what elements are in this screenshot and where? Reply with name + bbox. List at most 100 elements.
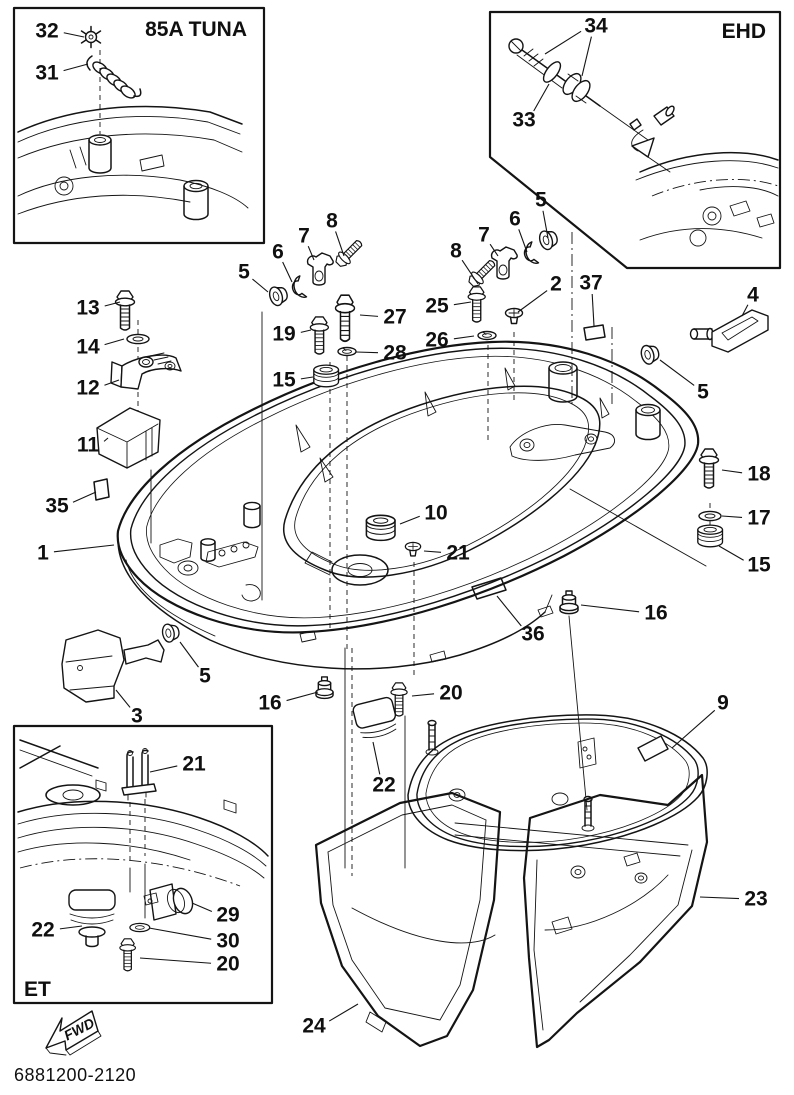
lockwasher-28 [337, 346, 357, 357]
bolt-20-et [119, 938, 137, 972]
inset-85a-tuna [12, 6, 266, 245]
washer-30-et [129, 922, 151, 933]
callout-layer: 3231343356781314121135119272815252687652… [31, 15, 771, 1038]
spring-31 [86, 55, 142, 99]
lower-cowling-drawing [314, 714, 709, 1049]
svg-text:4: 4 [747, 284, 759, 307]
callout-19: 19 [272, 323, 312, 346]
callout-25: 25 [425, 295, 472, 318]
callout-32: 32 [35, 20, 85, 43]
callout-24: 24 [302, 1003, 359, 1038]
svg-text:28: 28 [383, 342, 407, 365]
callout-34: 34 [544, 15, 608, 77]
svg-text:22: 22 [372, 774, 395, 797]
callout-20: 20 [411, 682, 463, 705]
clamp-29-et [143, 883, 194, 921]
inset-et-title: ET [24, 978, 51, 1001]
svg-text:8: 8 [326, 210, 338, 233]
pad-22-main [352, 696, 397, 738]
svg-text:5: 5 [535, 189, 547, 212]
svg-text:12: 12 [76, 377, 99, 400]
grommet-5-right [536, 227, 561, 252]
washer-17 [698, 510, 722, 522]
bolt-18 [698, 448, 720, 489]
callout-7: 7 [298, 225, 315, 261]
svg-text:18: 18 [747, 463, 771, 486]
svg-text:16: 16 [644, 602, 667, 625]
grommet-5-topleft [266, 283, 291, 308]
clip-nut-32 [80, 25, 102, 49]
svg-text:37: 37 [579, 272, 602, 295]
inset-ehd-title: EHD [722, 20, 766, 43]
grommet-5-bottomleft [160, 621, 182, 644]
svg-text:30: 30 [216, 930, 239, 953]
clip-7-left [306, 252, 334, 286]
screw-21-main [404, 541, 422, 557]
callout-14: 14 [76, 336, 125, 359]
bottom-cowling-drawing [93, 232, 711, 876]
callout-10: 10 [399, 502, 448, 525]
svg-text:33: 33 [512, 109, 535, 132]
ehd-cowl-corner-art [635, 151, 779, 247]
fwd-arrow: FWD [45, 1010, 102, 1056]
callout-35: 35 [45, 491, 97, 518]
callout-8: 8 [450, 240, 479, 285]
svg-text:7: 7 [478, 224, 490, 247]
callout-16: 16 [258, 691, 319, 715]
callout-20: 20 [139, 953, 240, 976]
callout-22: 22 [372, 741, 396, 797]
bolt-19 [309, 316, 330, 355]
callout-5: 5 [535, 189, 549, 239]
callout-28: 28 [355, 342, 407, 365]
svg-text:10: 10 [424, 502, 447, 525]
bolt-27 [334, 294, 356, 343]
inset-ehd [488, 10, 782, 270]
tuna-cowl-corner-art [17, 105, 249, 221]
inset-tuna-title: 85A TUNA [145, 18, 247, 41]
seal-studs [425, 719, 595, 832]
callout-17: 17 [721, 507, 771, 530]
svg-text:16: 16 [258, 692, 281, 715]
bolt-13 [114, 290, 136, 331]
svg-text:5: 5 [238, 261, 250, 284]
callout-12: 12 [76, 377, 120, 400]
callout-5: 5 [659, 359, 709, 404]
svg-text:5: 5 [199, 665, 211, 688]
grommet-15-left [313, 364, 340, 388]
svg-text:21: 21 [182, 753, 206, 776]
svg-text:29: 29 [216, 904, 239, 927]
svg-text:20: 20 [439, 682, 462, 705]
washer-14 [126, 333, 150, 345]
callout-7: 7 [478, 224, 499, 257]
callout-18: 18 [721, 463, 771, 486]
callout-1: 1 [37, 542, 115, 565]
latch-3 [61, 629, 165, 703]
grommet-15-right [697, 524, 724, 548]
svg-text:13: 13 [76, 297, 99, 320]
svg-text:15: 15 [747, 554, 771, 577]
svg-text:8: 8 [450, 240, 462, 263]
callout-31: 31 [35, 62, 89, 85]
bracket-21-et [121, 748, 157, 801]
svg-text:2: 2 [550, 273, 562, 296]
svg-text:36: 36 [521, 623, 544, 646]
tag-36 [471, 577, 507, 600]
callout-5: 5 [238, 261, 269, 293]
callout-6: 6 [272, 241, 293, 283]
bolt-8-left [332, 236, 367, 271]
grommet-5-mid [638, 342, 662, 367]
svg-text:6: 6 [509, 208, 521, 231]
tag-35 [93, 478, 110, 501]
callout-37: 37 [579, 272, 603, 327]
svg-text:32: 32 [35, 20, 58, 43]
callout-23: 23 [699, 888, 768, 911]
svg-text:25: 25 [425, 295, 449, 318]
latch-handle-4 [689, 309, 769, 353]
grommet-22-et [68, 889, 116, 948]
svg-text:24: 24 [302, 1015, 326, 1038]
svg-text:6: 6 [272, 241, 284, 264]
tag-37 [583, 324, 606, 341]
svg-text:34: 34 [584, 15, 608, 38]
